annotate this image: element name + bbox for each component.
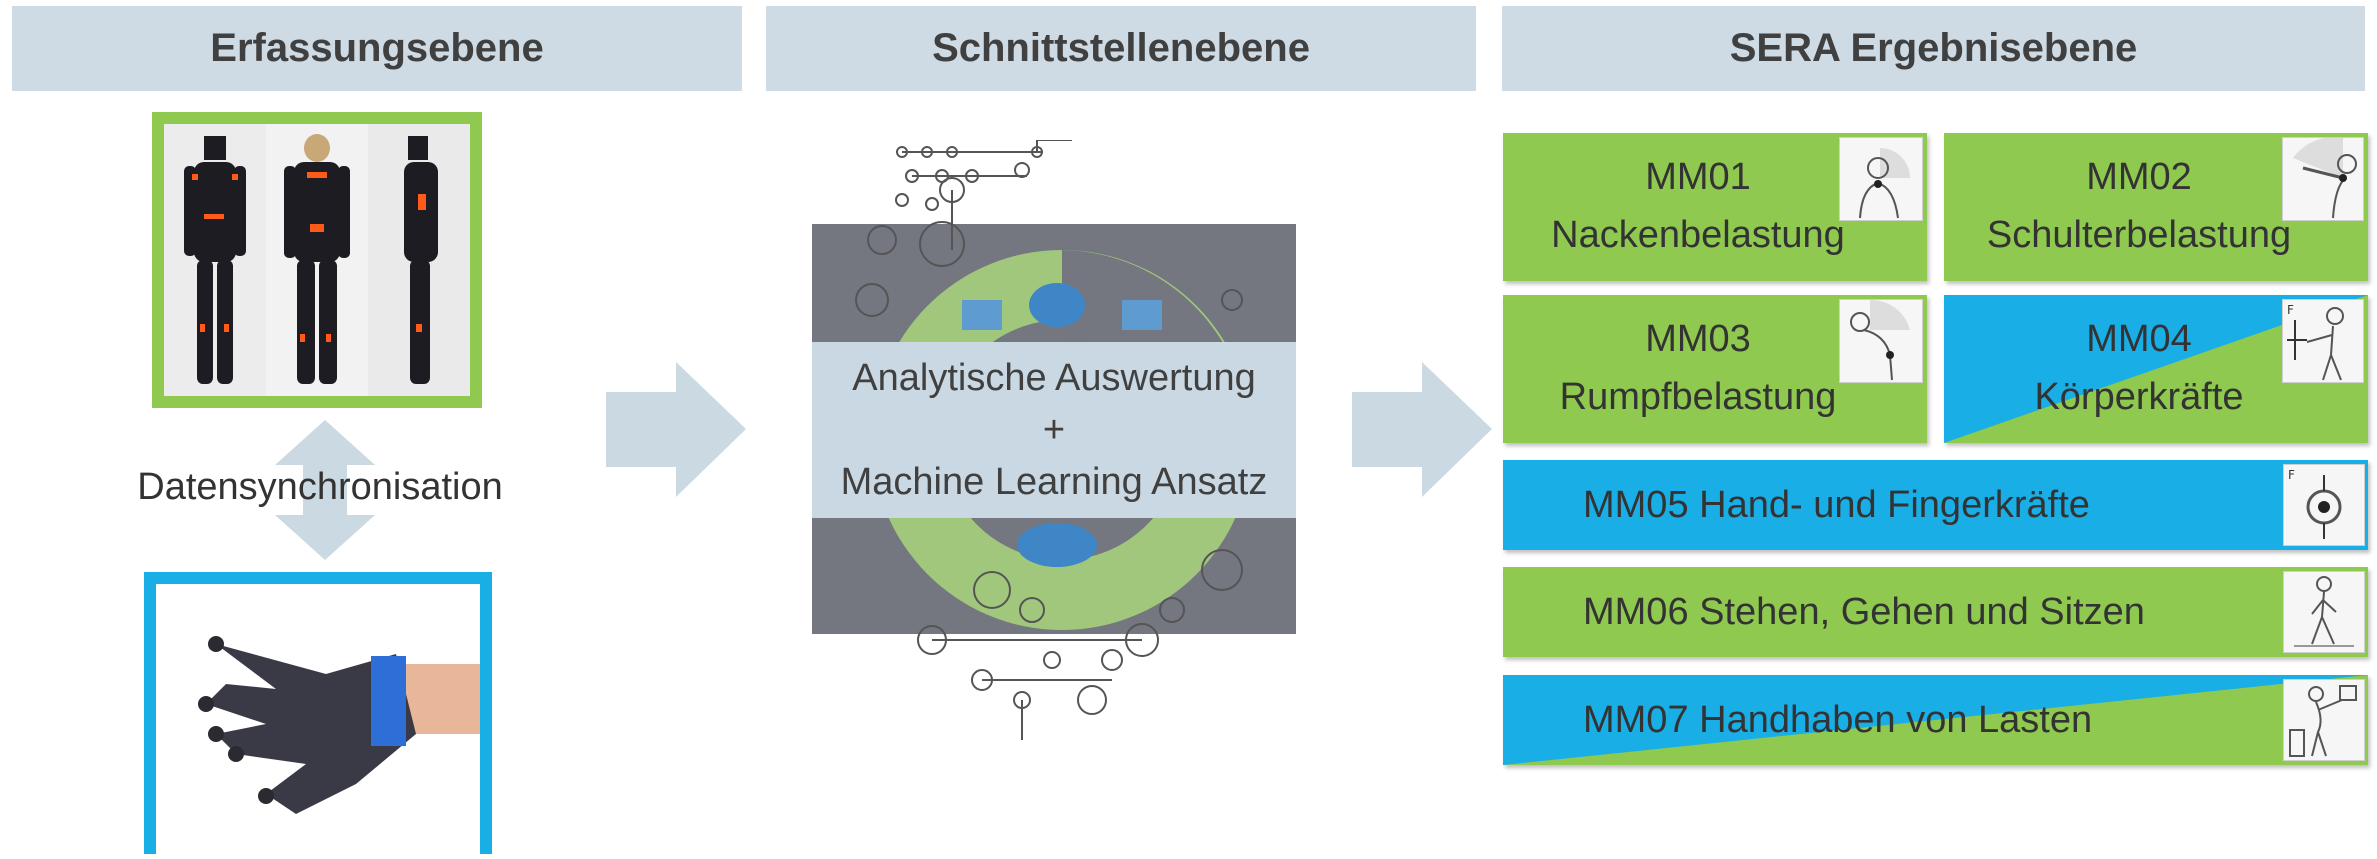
module-mm07: MM07 Handhaben von Lasten bbox=[1503, 675, 2368, 765]
walking-person-icon bbox=[2283, 571, 2365, 653]
header-schnittstellenebene: Schnittstellenebene bbox=[766, 6, 1476, 91]
mm04-blue-diagonal bbox=[1944, 295, 2368, 443]
mm07-label: MM07 Handhaben von Lasten bbox=[1583, 699, 2093, 741]
suit-figures-image bbox=[164, 124, 470, 396]
load-handling-icon bbox=[2283, 679, 2365, 761]
sync-double-arrow bbox=[275, 420, 375, 560]
trunk-posture-icon bbox=[1839, 299, 1923, 383]
shoulder-posture-icon bbox=[2282, 137, 2364, 221]
analysis-line-1: Analytische Auswertung bbox=[852, 357, 1256, 399]
glove-image bbox=[156, 584, 480, 854]
sync-label: Datensynchronisation bbox=[137, 466, 503, 508]
mm05-label: MM05 Hand- und Fingerkräfte bbox=[1583, 484, 2090, 526]
mm03-code: MM03 bbox=[1645, 318, 1751, 360]
mm06-label: MM06 Stehen, Gehen und Sitzen bbox=[1583, 591, 2145, 633]
neck-posture-icon bbox=[1839, 137, 1923, 221]
module-mm02: MM02 Schulterbelastung bbox=[1944, 133, 2368, 281]
module-mm06: MM06 Stehen, Gehen und Sitzen bbox=[1503, 567, 2368, 657]
motion-capture-suit-photo bbox=[152, 112, 482, 408]
mm03-name: Rumpfbelastung bbox=[1559, 376, 1837, 418]
arrow-to-results bbox=[1352, 362, 1492, 497]
mm07-blue-diagonal bbox=[1503, 675, 2368, 765]
header-sera-ergebnisebene: SERA Ergebnisebene bbox=[1502, 6, 2365, 91]
mm02-code: MM02 bbox=[2086, 156, 2192, 198]
module-mm05: MM05 Hand- und Fingerkräfte F bbox=[1503, 460, 2368, 550]
header-erfassungsebene: Erfassungsebene bbox=[12, 6, 742, 91]
analysis-line-2: + bbox=[1042, 409, 1066, 451]
mm04-code: MM04 bbox=[2086, 318, 2192, 360]
mm01-code: MM01 bbox=[1645, 156, 1751, 198]
mm04-name: Körperkräfte bbox=[2034, 376, 2244, 418]
module-mm04: MM04 Körperkräfte F bbox=[1944, 295, 2368, 443]
module-mm03: MM03 Rumpfbelastung bbox=[1503, 295, 1927, 443]
analysis-line-3: Machine Learning Ansatz bbox=[840, 461, 1268, 503]
hand-finger-force-icon: F bbox=[2283, 464, 2365, 546]
mm02-name: Schulterbelastung bbox=[1986, 214, 2292, 256]
mm01-name: Nackenbelastung bbox=[1551, 214, 1845, 256]
arrow-to-interface bbox=[606, 362, 746, 497]
interface-graphic: Analytische Auswertung + Machine Learnin… bbox=[812, 139, 1296, 740]
module-mm01: MM01 Nackenbelastung bbox=[1503, 133, 1927, 281]
body-forces-icon: F bbox=[2282, 299, 2364, 383]
svg-text:F: F bbox=[2287, 303, 2294, 317]
svg-text:F: F bbox=[2288, 468, 2295, 482]
analysis-label-band: Analytische Auswertung + Machine Learnin… bbox=[812, 342, 1296, 518]
data-glove-photo bbox=[144, 572, 492, 854]
